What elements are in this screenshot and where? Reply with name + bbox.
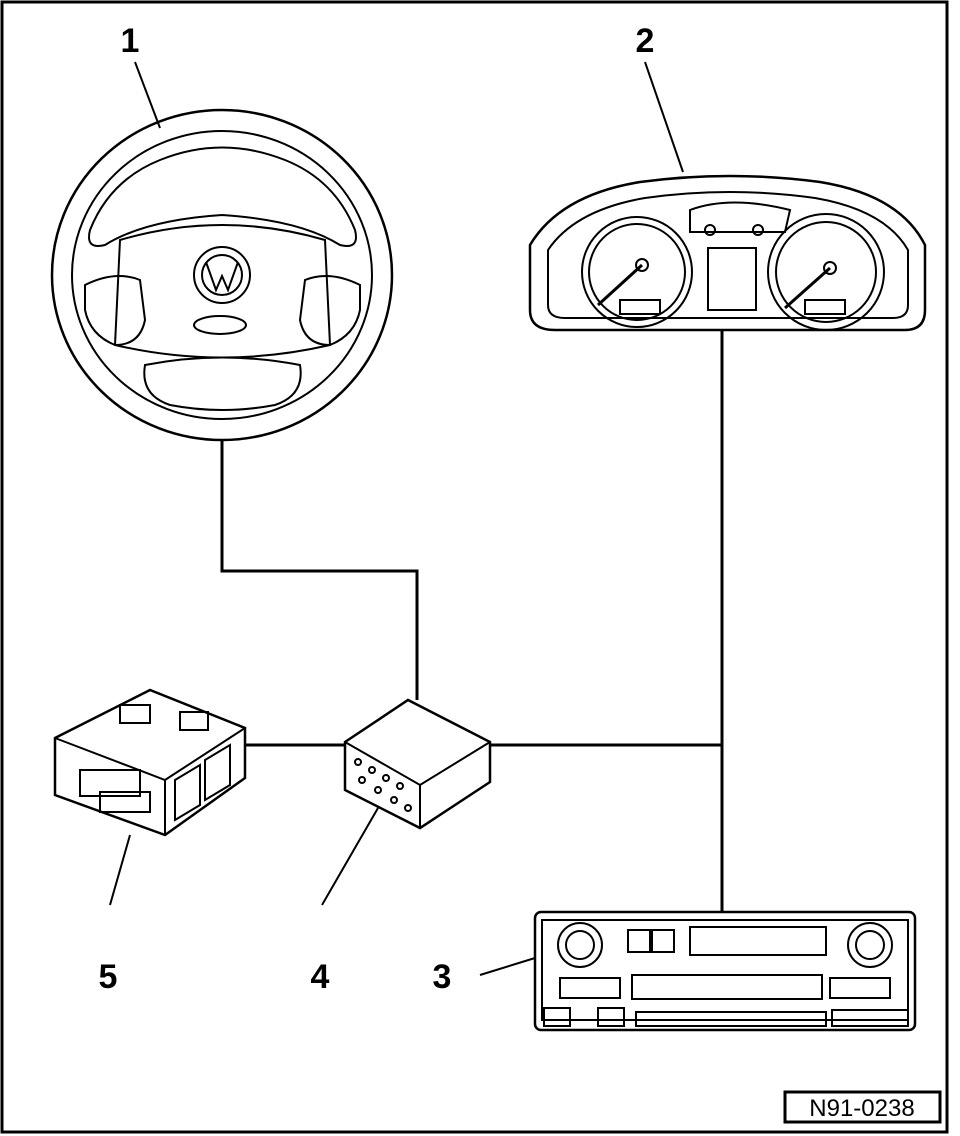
leader-5 [109,834,131,906]
callout-1: 1 [121,22,140,60]
leader-4 [321,807,379,906]
connector-block [53,688,247,906]
radio-unit [479,910,917,1032]
leader-1 [134,61,161,129]
figure-ref-label: N91-0238 [809,1095,914,1122]
wire-wheel-to-unit [220,440,419,700]
wiring-lines [220,325,724,912]
callout-3: 3 [433,958,452,996]
callout-2: 2 [636,22,655,60]
leader-3 [479,957,536,976]
steering-wheel [50,61,394,442]
callout-5: 5 [99,958,118,996]
instrument-cluster [528,61,927,332]
leader-2 [644,61,684,173]
figure-reference: N91-0238 [783,1090,942,1124]
control-unit [321,698,492,906]
callout-4: 4 [311,958,330,996]
